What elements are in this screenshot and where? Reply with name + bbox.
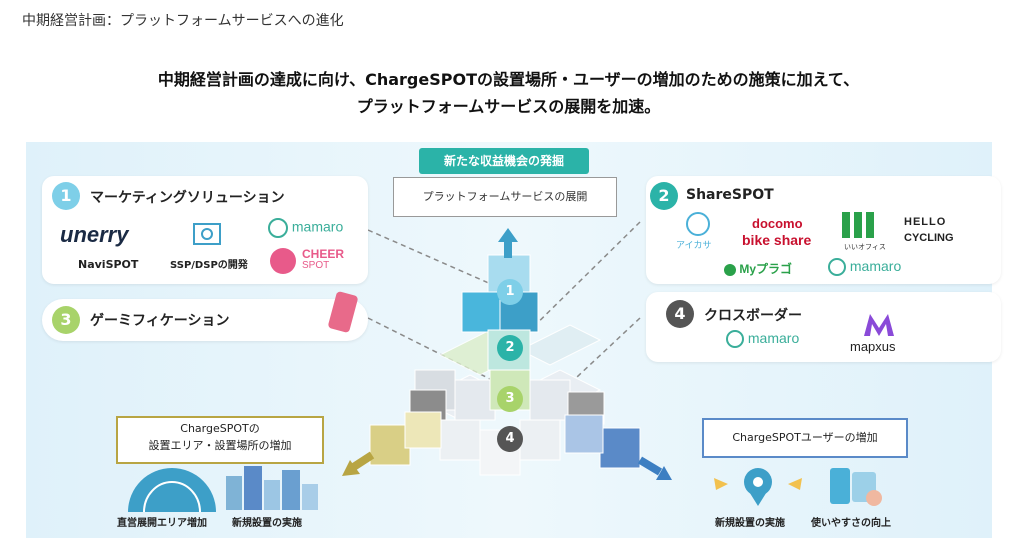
aikasa-icon bbox=[686, 212, 710, 236]
docomo-logo: docomo bbox=[752, 216, 803, 231]
cheer-text: CHEER bbox=[302, 248, 344, 260]
card3-title: ゲーミフィケーション bbox=[90, 310, 229, 330]
new-install-label-right: 新規設置の実施 bbox=[715, 514, 785, 529]
cube-number-2: 2 bbox=[497, 335, 523, 361]
mamaro-logo: mamaro bbox=[268, 218, 343, 238]
bike-share-logo: bike share bbox=[742, 232, 811, 248]
aikasa-logo: アイカサ bbox=[676, 238, 712, 251]
install-box-line1: ChargeSPOTの bbox=[118, 420, 322, 437]
platform-service-box: プラットフォームサービスの展開 bbox=[393, 177, 617, 217]
myplago-logo: Myプラゴ bbox=[724, 260, 792, 277]
myplago-icon bbox=[724, 264, 736, 276]
cycling-logo: CYCLING bbox=[904, 232, 954, 244]
ssp-dsp-label: SSP/DSPの開発 bbox=[170, 256, 248, 271]
user-increase-box: ChargeSPOTユーザーの増加 bbox=[702, 418, 908, 458]
mamaro-logo: mamaro bbox=[726, 330, 799, 348]
install-box-line2: 設置エリア・設置場所の増加 bbox=[118, 437, 322, 454]
easy-use-icon bbox=[826, 464, 886, 508]
direct-area-label: 直営展開エリア増加 bbox=[117, 514, 207, 529]
card4-title: クロスボーダー bbox=[704, 305, 802, 325]
card-marketing-solution: 1 マーケティングソリューション unerry NaviSPOT SSP/DSP… bbox=[42, 176, 368, 284]
mamaro-logo: mamaro bbox=[828, 258, 901, 276]
mamaro-text: mamaro bbox=[748, 330, 799, 346]
cube-number-1: 1 bbox=[497, 279, 523, 305]
card-cross-border: 4 クロスボーダー mamaro mapxus bbox=[646, 292, 1001, 362]
card3-number: 3 bbox=[52, 306, 80, 334]
card2-title: ShareSPOT bbox=[686, 187, 774, 203]
cube-number-3: 3 bbox=[497, 386, 523, 412]
card1-number: 1 bbox=[52, 182, 80, 210]
cube-number-4: 4 bbox=[497, 426, 523, 452]
new-revenue-tag: 新たな収益機会の発掘 bbox=[419, 148, 589, 174]
card4-number: 4 bbox=[666, 300, 694, 328]
mapxus-logo: mapxus bbox=[850, 339, 896, 354]
card1-title: マーケティングソリューション bbox=[90, 187, 285, 207]
card-gamification: 3 ゲーミフィケーション bbox=[42, 299, 368, 341]
iioffice-icon bbox=[842, 212, 882, 240]
city-icon bbox=[222, 462, 322, 510]
iioffice-logo: いいオフィス bbox=[844, 242, 886, 252]
card2-number: 2 bbox=[650, 182, 678, 210]
location-pin-icon bbox=[708, 466, 808, 508]
mapxus-icon bbox=[864, 314, 894, 336]
myplago-text: Myプラゴ bbox=[739, 262, 792, 276]
mamaro-text: mamaro bbox=[292, 219, 343, 235]
navispot-label: NaviSPOT bbox=[78, 258, 138, 271]
install-increase-box: ChargeSPOTの 設置エリア・設置場所の増加 bbox=[116, 416, 324, 464]
mamaro-icon bbox=[268, 218, 288, 238]
new-install-label: 新規設置の実施 bbox=[232, 514, 302, 529]
mamaro-text: mamaro bbox=[850, 258, 901, 274]
usability-label: 使いやすさの向上 bbox=[811, 514, 891, 529]
card-sharespot: 2 ShareSPOT アイカサ docomo bike share いいオフィ… bbox=[646, 176, 1001, 284]
mamaro-icon bbox=[726, 330, 744, 348]
spot-text: SPOT bbox=[302, 260, 344, 272]
unerry-logo: unerry bbox=[60, 222, 128, 248]
mamaro-icon bbox=[828, 258, 846, 276]
hello-logo: HELLO bbox=[904, 216, 946, 228]
ssp-dsp-icon bbox=[192, 220, 222, 248]
globe-icon bbox=[124, 464, 220, 512]
cheer-spot-icon bbox=[270, 248, 296, 274]
cheer-spot-logo: CHEER SPOT bbox=[302, 248, 344, 272]
